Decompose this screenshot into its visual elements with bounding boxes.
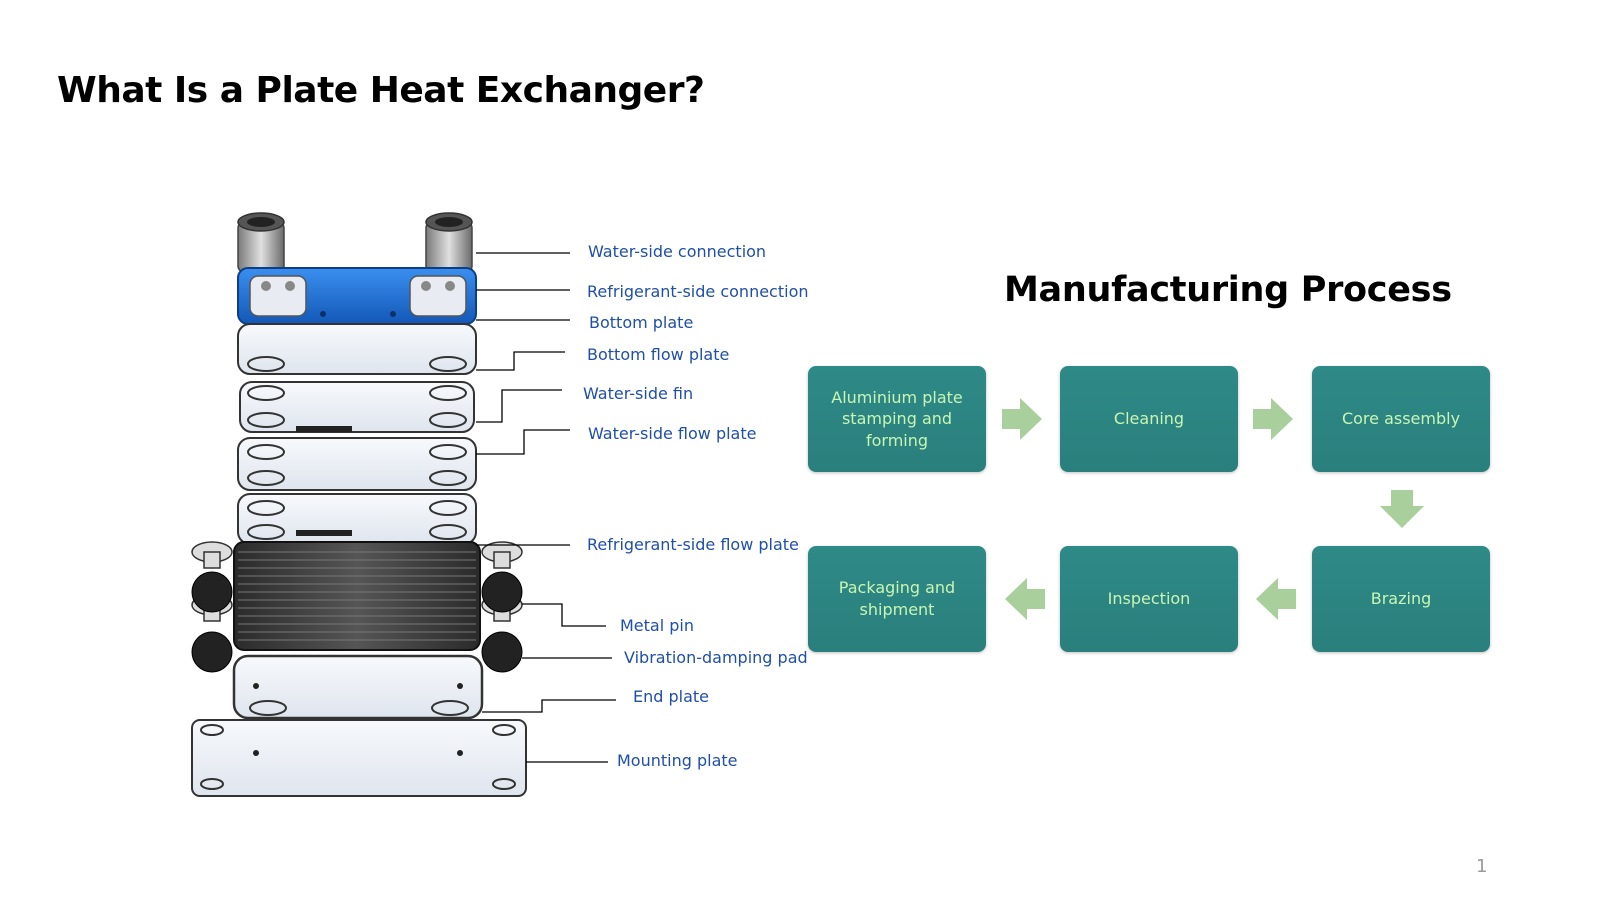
process-title: Manufacturing Process: [1004, 270, 1452, 310]
damping-pads: [191, 571, 523, 673]
water-side-connection-pipes: [237, 212, 473, 273]
fin-strips: [296, 426, 352, 536]
arrow-right-icon: [1253, 398, 1293, 440]
callout-water-side-fin: Water-side fin: [583, 384, 694, 403]
callout-bottom-plate: Bottom plate: [589, 313, 694, 332]
arrow-down-icon: [1380, 490, 1424, 528]
plate-port-holes: [247, 356, 467, 540]
process-step-inspection: Inspection: [1060, 546, 1238, 652]
page-title: What Is a Plate Heat Exchanger?: [57, 70, 705, 111]
leader-lines: [476, 252, 616, 763]
process-step-core-assembly: Core assembly: [1312, 366, 1490, 472]
mounting-plate: [191, 719, 527, 797]
callout-water-side-connection: Water-side connection: [588, 242, 767, 261]
arrow-left-icon: [1256, 578, 1296, 620]
callout-end-plate: End plate: [633, 687, 710, 706]
callout-refrigerant-side-connection: Refrigerant-side connection: [587, 282, 809, 301]
page-number: 1: [1476, 856, 1488, 877]
process-step-stamping: Aluminium plate stamping and forming: [808, 366, 986, 472]
process-step-cleaning: Cleaning: [1060, 366, 1238, 472]
callout-mounting-plate: Mounting plate: [617, 751, 738, 770]
callout-refrigerant-side-flow-plate: Refrigerant-side flow plate: [587, 535, 799, 554]
heat-exchanger-diagram: [191, 212, 616, 797]
plate-stack-core: [233, 541, 481, 651]
callout-water-side-flow-plate: Water-side flow plate: [588, 424, 757, 443]
callout-metal-pin: Metal pin: [620, 616, 694, 635]
flow-plates: [237, 323, 477, 545]
arrow-right-icon: [1002, 398, 1042, 440]
process-step-brazing: Brazing: [1312, 546, 1490, 652]
end-plate: [232, 654, 484, 720]
callout-vibration-damping-pad: Vibration-damping pad: [624, 648, 808, 667]
callout-bottom-flow-plate: Bottom flow plate: [587, 345, 730, 364]
bottom-plate-blue: [237, 267, 477, 325]
arrow-left-icon: [1005, 578, 1045, 620]
process-step-packaging: Packaging and shipment: [808, 546, 986, 652]
